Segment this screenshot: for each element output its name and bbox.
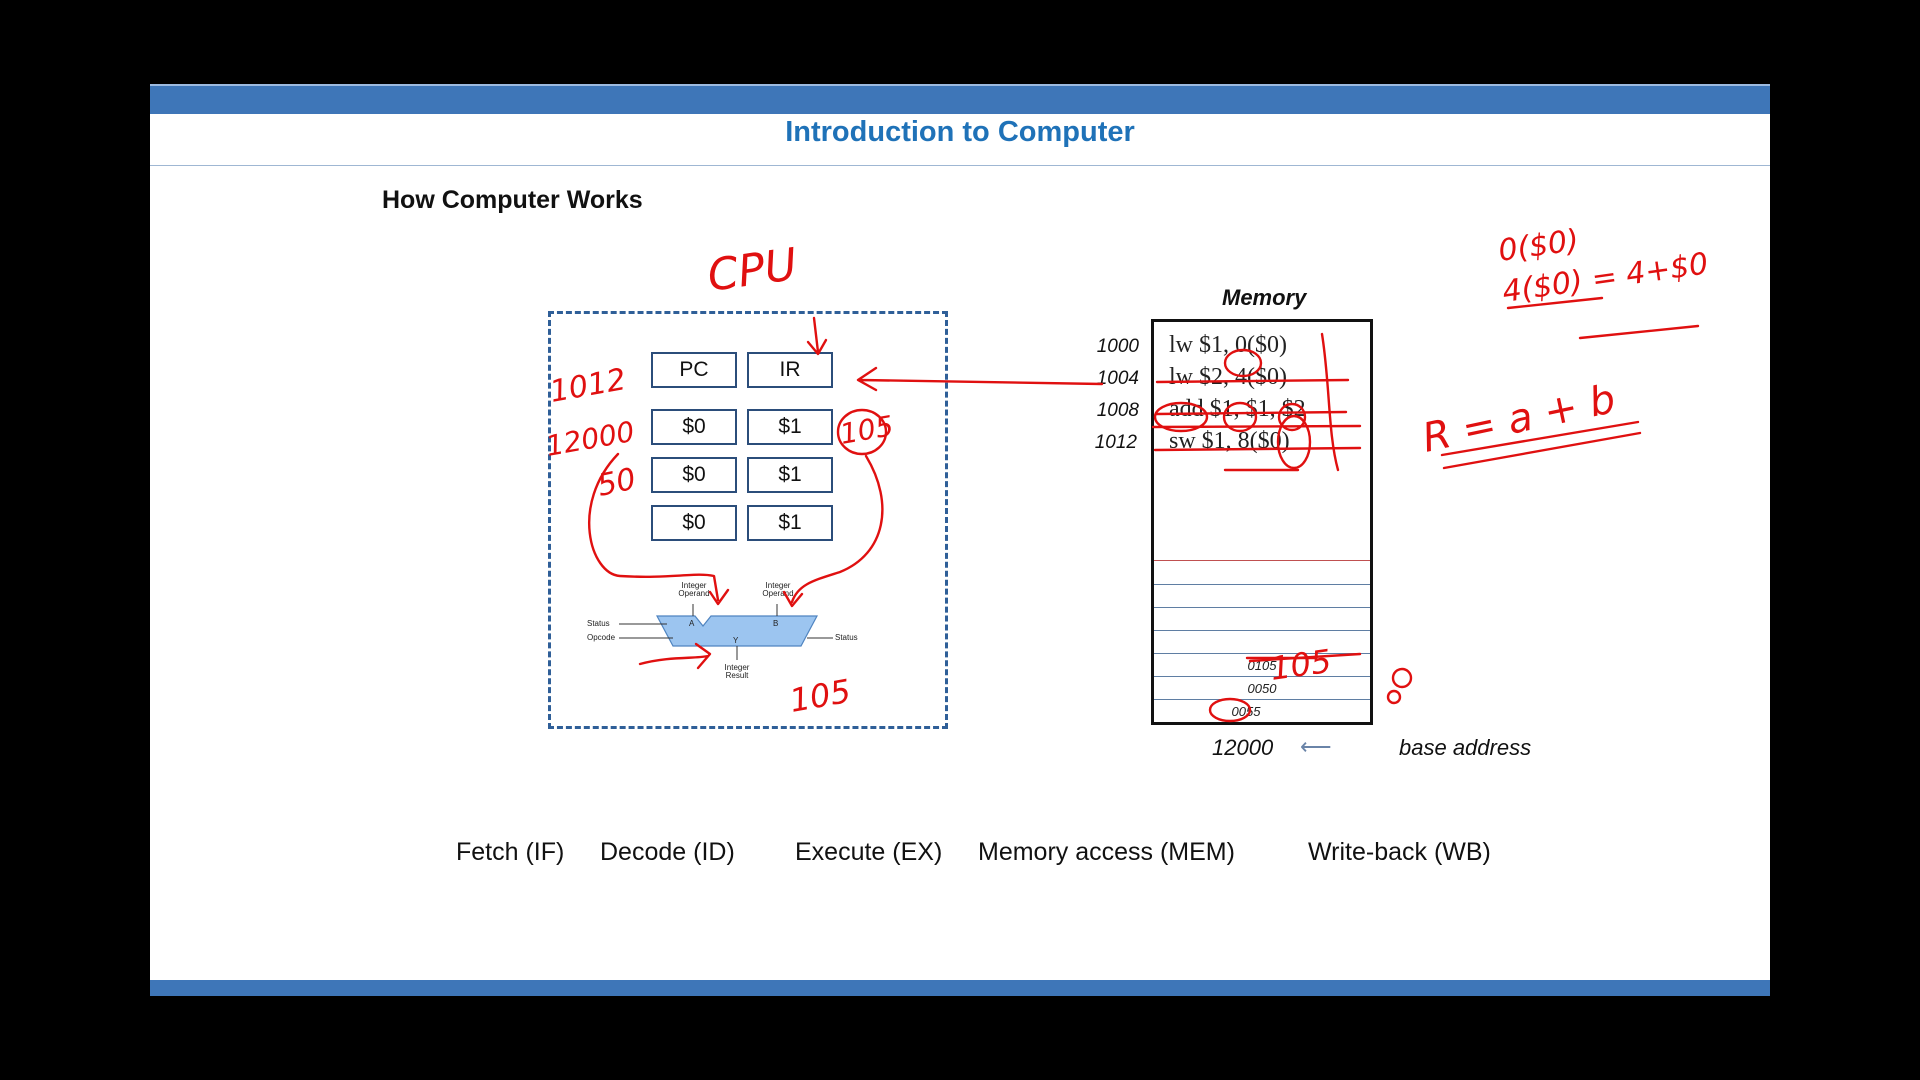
memory-address: 1008 bbox=[1096, 400, 1139, 421]
alu-operand-a-label: Integer Operand bbox=[678, 581, 710, 598]
handwriting-cpu: CPU bbox=[704, 239, 800, 302]
title-divider bbox=[150, 165, 1770, 166]
memory-to-cpu-arrow bbox=[856, 366, 1104, 392]
arrow-into-ir bbox=[806, 316, 828, 356]
operand-a-curve bbox=[587, 452, 730, 606]
memory-address: 1004 bbox=[1096, 368, 1139, 389]
memory-instruction: lw $1, 0($0) bbox=[1169, 332, 1287, 358]
opcode-arrow bbox=[638, 642, 712, 670]
stage-fetch: Fetch (IF) bbox=[456, 838, 565, 866]
alu-diagram bbox=[619, 604, 833, 660]
alu-b-label: B bbox=[773, 619, 779, 628]
slide-subtitle: How Computer Works bbox=[382, 186, 643, 214]
stage-write-back: Write-back (WB) bbox=[1308, 838, 1491, 866]
handwriting-pc-value: 1012 bbox=[547, 362, 628, 410]
slide-title: Introduction to Computer bbox=[785, 116, 1135, 148]
handwriting-formula: R = a + b bbox=[1419, 376, 1620, 462]
alu-status-in-label: Status bbox=[587, 619, 610, 628]
memory-divider bbox=[1154, 699, 1370, 700]
handwriting-register-value: 12000 bbox=[543, 415, 636, 463]
alu-shape bbox=[656, 615, 818, 647]
stage-decode: Decode (ID) bbox=[600, 838, 735, 866]
memory-divider bbox=[1154, 630, 1370, 631]
register-0: $0 bbox=[651, 505, 737, 541]
register-1: $1 bbox=[747, 409, 833, 445]
base-address-label: base address bbox=[1399, 735, 1532, 760]
memory-title: Memory bbox=[1222, 285, 1307, 310]
slide: Introduction to Computer How Computer Wo… bbox=[150, 84, 1770, 996]
memory-divider bbox=[1154, 584, 1370, 585]
register-0: $0 bbox=[651, 409, 737, 445]
handwriting-layer: CPU 1012 12000 50 105 105 105 0($0) 4($0… bbox=[543, 223, 1710, 723]
memory-divider bbox=[1154, 676, 1370, 677]
handwriting-register-value: 50 bbox=[594, 462, 639, 504]
slide-header-bar bbox=[150, 84, 1770, 114]
alu-operand-b-label: Integer Operand bbox=[762, 581, 794, 598]
handwriting-alu-result: 105 bbox=[787, 672, 854, 720]
alu-a-label: A bbox=[689, 619, 695, 628]
alu-y-label: Y bbox=[733, 636, 739, 645]
base-address-value: 12000 bbox=[1212, 735, 1274, 760]
circle-register-value bbox=[836, 408, 888, 456]
memory-divider bbox=[1154, 653, 1370, 654]
register-1: $1 bbox=[747, 457, 833, 493]
alu-opcode-label: Opcode bbox=[587, 633, 616, 642]
slide-footer-bar bbox=[150, 980, 1770, 996]
register-1: $1 bbox=[747, 505, 833, 541]
memory-data-value: 0050 bbox=[1247, 681, 1277, 696]
register-ir: IR bbox=[747, 352, 833, 388]
memory-data-value: 0055 bbox=[1231, 704, 1261, 719]
stage-memory-access: Memory access (MEM) bbox=[978, 838, 1235, 866]
memory-divider bbox=[1154, 560, 1370, 561]
stage-execute: Execute (EX) bbox=[795, 838, 943, 866]
handwriting-note: 0($0) bbox=[1496, 223, 1581, 269]
memory-instruction: lw $2, 4($0) bbox=[1169, 364, 1287, 390]
alu-status-out-label: Status bbox=[835, 633, 858, 642]
memory-divider bbox=[1154, 607, 1370, 608]
memory-address: 1000 bbox=[1096, 336, 1139, 357]
handwriting-memory-value: 105 bbox=[1268, 642, 1334, 688]
operand-b-curve bbox=[782, 454, 884, 608]
alu-result-label: Integer Result bbox=[724, 663, 750, 680]
memory-address: 1012 bbox=[1094, 432, 1137, 453]
register-0: $0 bbox=[651, 457, 737, 493]
cpu-diagram: PC IR $0 $1 $0 $1 $0 $1 Integer Operand … bbox=[548, 311, 948, 729]
register-pc: PC bbox=[651, 352, 737, 388]
